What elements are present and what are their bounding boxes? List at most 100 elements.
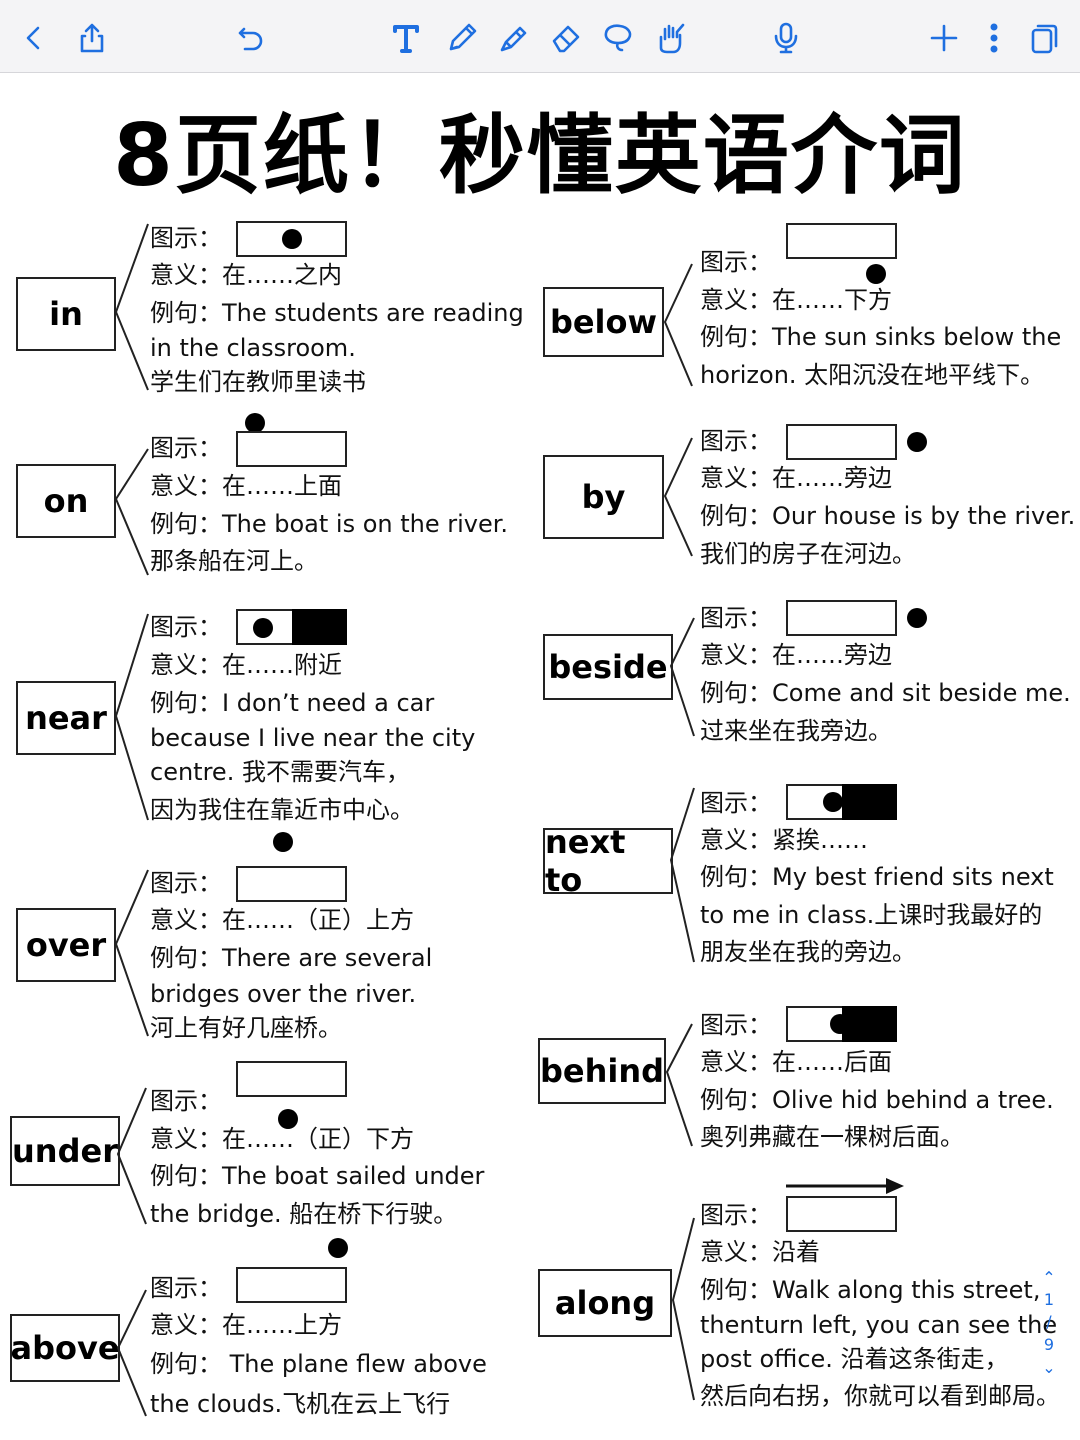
diagram-dot — [278, 1109, 298, 1129]
diagram-dot — [823, 792, 843, 812]
translation: 那条船在河上。 — [150, 547, 318, 575]
microphone-icon[interactable] — [766, 18, 806, 58]
diagram-dot — [245, 413, 265, 433]
diagram-dot — [328, 1238, 348, 1258]
brace — [669, 787, 695, 963]
diagram-label: 图示： — [150, 1274, 222, 1302]
undo-icon[interactable] — [230, 18, 270, 58]
brace — [114, 613, 149, 821]
diagram-dot — [907, 432, 927, 452]
preposition-next-to-box: next to — [543, 823, 673, 899]
diagram-label: 图示： — [700, 1011, 772, 1039]
diagram-rect — [236, 866, 347, 902]
diagram-dot — [253, 618, 273, 638]
example: 例句：The boat sailed under — [150, 1162, 485, 1190]
page-total: 9 — [1043, 1335, 1055, 1354]
diagram-label: 图示： — [700, 427, 772, 455]
diagram-label: 图示： — [150, 434, 222, 462]
diagram-rect — [236, 1061, 347, 1097]
meaning: 意义：在……旁边 — [700, 641, 892, 669]
preposition-in-box: in — [16, 277, 116, 351]
diagram-dot — [907, 608, 927, 628]
more-icon[interactable] — [974, 18, 1014, 58]
translation: 过来坐在我旁边。 — [700, 717, 892, 745]
preposition-on-box: on — [16, 464, 116, 538]
translation: 奥列弗藏在一棵树后面。 — [700, 1123, 964, 1151]
diagram-dot — [866, 264, 886, 284]
meaning: 意义：在……后面 — [700, 1048, 892, 1076]
translation: 朋友坐在我的旁边。 — [700, 938, 916, 966]
brace — [116, 1087, 147, 1225]
page-separator: / — [1046, 1312, 1052, 1331]
brace — [665, 1023, 693, 1147]
diagram-rect — [236, 431, 347, 467]
preposition-behind-box: behind — [538, 1038, 666, 1104]
preposition-above-box: above — [10, 1314, 120, 1382]
translation: 河上有好几座桥。 — [150, 1014, 342, 1042]
preposition-beside-box: beside — [543, 634, 673, 700]
diagram-label: 图示： — [150, 224, 222, 252]
diagram-dot — [282, 229, 302, 249]
meaning: 意义：在……（正）下方 — [150, 1125, 414, 1153]
diagram-label: 图示： — [150, 869, 222, 897]
preposition-below-box: below — [543, 287, 664, 357]
example-cont: because I live near the city — [150, 724, 476, 752]
meaning: 意义：在……上面 — [150, 472, 342, 500]
brace — [114, 869, 149, 1037]
translation: 因为我住在靠近市中心。 — [150, 796, 414, 824]
example-cont: post office. 沿着这条街走， — [700, 1345, 1009, 1373]
translation: 我们的房子在河边。 — [700, 540, 916, 568]
diagram-filled-block — [842, 784, 897, 820]
example-cont: to me in class.上课时我最好的 — [700, 901, 1043, 929]
toolbar — [0, 0, 1080, 73]
brace — [116, 1289, 147, 1417]
diagram-rect — [786, 1196, 897, 1232]
diagram-rect — [236, 1267, 347, 1303]
eraser-icon[interactable] — [546, 18, 586, 58]
brace — [663, 263, 693, 387]
translation: the bridge. 船在桥下行驶。 — [150, 1200, 458, 1228]
pen-icon[interactable] — [442, 18, 482, 58]
example: 例句：Olive hid behind a tree. — [700, 1086, 1054, 1114]
diagram-label: 图示： — [700, 789, 772, 817]
diagram-label: 图示： — [700, 604, 772, 632]
add-icon[interactable] — [924, 18, 964, 58]
brace — [669, 617, 695, 737]
preposition-along-box: along — [538, 1269, 672, 1337]
back-icon[interactable] — [14, 18, 54, 58]
example-cont: thenturn left, you can see the — [700, 1311, 1058, 1339]
example: 例句：The students are reading — [150, 299, 524, 327]
diagram-label: 图示： — [700, 1201, 772, 1229]
diagram-rect — [786, 223, 897, 259]
preposition-by-box: by — [543, 455, 664, 539]
page-current: 1 — [1043, 1290, 1055, 1309]
example: 例句：Walk along this street, — [700, 1276, 1041, 1304]
diagram-dot — [273, 832, 293, 852]
meaning: 意义：在……上方 — [150, 1311, 342, 1339]
note-page — [0, 73, 1080, 1440]
diagram-arrow — [786, 1178, 904, 1194]
brace — [671, 1217, 695, 1401]
hand-pen-icon[interactable] — [650, 18, 690, 58]
share-icon[interactable] — [72, 18, 112, 58]
meaning: 意义：沿着 — [700, 1238, 820, 1266]
diagram-filled-block — [842, 1006, 897, 1042]
pages-icon[interactable] — [1024, 18, 1064, 58]
meaning: 意义：紧挨…… — [700, 826, 868, 854]
lasso-icon[interactable] — [598, 18, 638, 58]
page-title: 8页纸！秒懂英语介词 — [113, 106, 967, 206]
chevron-down-icon[interactable]: ⌄ — [1042, 1358, 1056, 1377]
highlighter-icon[interactable] — [494, 18, 534, 58]
example-cont: centre. 我不需要汽车， — [150, 758, 410, 786]
example: 例句：Our house is by the river. — [700, 502, 1076, 530]
diagram-filled-block — [292, 609, 347, 645]
chevron-up-icon[interactable]: ⌃ — [1042, 1268, 1056, 1287]
example: 例句： The plane flew above — [150, 1350, 487, 1378]
translation: 然后向右拐，你就可以看到邮局。 — [700, 1382, 1060, 1410]
brace — [663, 437, 693, 557]
text-tool-icon[interactable] — [386, 18, 426, 58]
meaning: 意义：在……旁边 — [700, 464, 892, 492]
preposition-under-box: under — [10, 1116, 120, 1186]
page-scroller[interactable]: ⌃ 1 / 9 ⌄ — [1036, 1268, 1062, 1418]
example-cont: bridges over the river. — [150, 980, 417, 1008]
